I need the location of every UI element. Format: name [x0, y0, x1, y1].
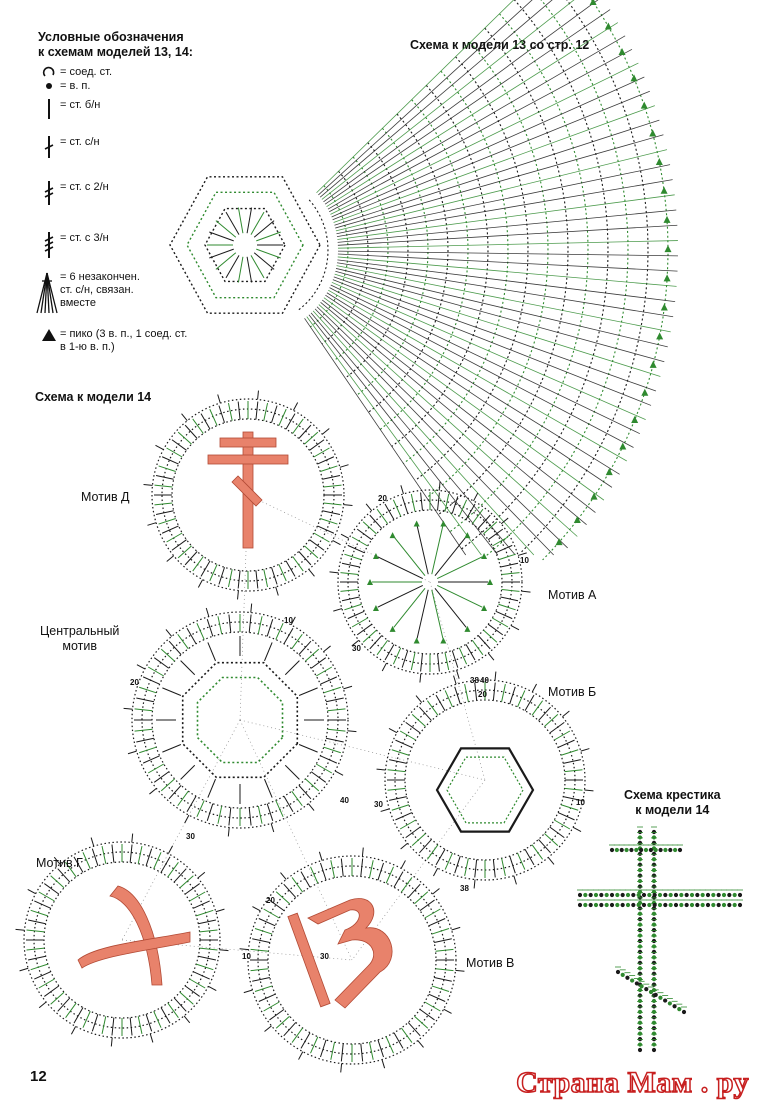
row-number: 38 — [460, 884, 469, 893]
row-number: 10 — [284, 616, 293, 625]
row-number: 40 — [480, 676, 489, 685]
row-number: 20 — [478, 690, 487, 699]
legend-text: = ст. с 3/н — [60, 232, 109, 244]
row-number: 20 — [266, 896, 275, 905]
motif-a-label: Мотив А — [548, 588, 597, 602]
row-number: 38 — [470, 676, 479, 685]
motif-d-label: Мотив Д — [81, 490, 130, 504]
motif-a-rings — [329, 481, 531, 683]
central-motif-label: Центральный мотив — [40, 624, 119, 654]
row-number: 30 — [186, 832, 195, 841]
watermark-logo: Страна Мам . ру — [515, 1065, 749, 1100]
legend-text: = ст. б/н — [60, 99, 101, 111]
treble-crochet-icon — [38, 181, 60, 209]
scheme-14-motifs — [15, 390, 594, 1073]
cross-title-line2: к модели 14 — [635, 803, 710, 817]
slip-stitch-icon — [38, 66, 60, 82]
scheme-14-title: Схема к модели 14 — [35, 390, 152, 404]
cross-shape — [207, 431, 289, 549]
motif-b-label: Мотив Б — [548, 685, 597, 699]
legend-text: = ст. с/н — [60, 136, 100, 148]
legend-item-treble: = ст. с 2/н — [38, 181, 109, 209]
legend-item-picot: = пико (3 в. п., 1 соед. ст. в 1-ю в. п.… — [38, 328, 187, 354]
legend-item-slip-stitch: = соед. ст. — [38, 66, 112, 82]
legend-text: = в. п. — [60, 80, 91, 92]
cross-title-line1: Схема крестика — [624, 788, 721, 802]
row-number: 10 — [520, 556, 529, 565]
legend-text: в 1-ю в. п.) — [60, 341, 115, 353]
motif-g-rings — [15, 833, 229, 1047]
legend-text: = соед. ст. — [60, 66, 113, 78]
motif-v-rings — [239, 847, 465, 1073]
row-number: 40 — [340, 796, 349, 805]
chain-icon — [38, 80, 60, 96]
motif-b-hexagon — [435, 747, 535, 833]
single-crochet-icon — [38, 99, 60, 123]
central-octagon — [156, 636, 324, 804]
legend-item-cluster: = 6 незакончен. ст. с/н, связан. вместе — [36, 271, 140, 319]
legend-text: = ст. с 2/н — [60, 181, 109, 193]
letter-kh-shape — [77, 885, 191, 986]
cluster-icon — [36, 271, 60, 319]
legend-item-double-crochet: = ст. с/н — [38, 136, 100, 162]
legend-title-line2: к схемам моделей 13, 14: — [38, 45, 193, 59]
legend-text: = 6 незакончен. — [60, 271, 140, 283]
scheme-13-fan — [298, 0, 678, 561]
double-crochet-icon — [38, 136, 60, 162]
motif-b-rings — [376, 671, 594, 889]
row-number: 20 — [130, 678, 139, 687]
legend-title-line1: Условные обозначения — [38, 30, 184, 44]
page-number: 12 — [30, 1068, 47, 1085]
row-number: 10 — [576, 798, 585, 807]
motif-v-label: Мотив В — [466, 956, 515, 970]
legend-item-double-treble: = ст. с 3/н — [38, 232, 109, 262]
letter-ve-shape — [287, 898, 393, 1009]
double-treble-icon — [38, 232, 60, 262]
central-motif-line2: мотив — [62, 639, 98, 653]
motif-d-rings — [143, 390, 353, 600]
central-motif-line1: Центральный — [40, 624, 120, 638]
central-motif-rings — [123, 603, 357, 837]
row-number: 20 — [378, 494, 387, 503]
legend-text: вместе — [60, 297, 96, 309]
motif-g-label: Мотив Г — [36, 856, 83, 870]
legend-title: Условные обозначения к схемам моделей 13… — [38, 30, 238, 60]
cross-scheme-title: Схема крестика к модели 14 — [624, 788, 721, 818]
legend-item-single-crochet: = ст. б/н — [38, 99, 100, 123]
row-number: 30 — [352, 644, 361, 653]
scheme-13-hexagon — [169, 176, 321, 314]
legend-text: ст. с/н, связан. — [60, 284, 134, 296]
row-number: 10 — [242, 952, 251, 961]
row-number: 30 — [320, 952, 329, 961]
legend-text: = пико (3 в. п., 1 соед. ст. — [60, 328, 188, 340]
cross-stitch-scheme — [577, 826, 743, 1053]
picot-icon — [38, 328, 60, 346]
row-number: 30 — [374, 800, 383, 809]
legend-item-chain: = в. п. — [38, 80, 90, 96]
